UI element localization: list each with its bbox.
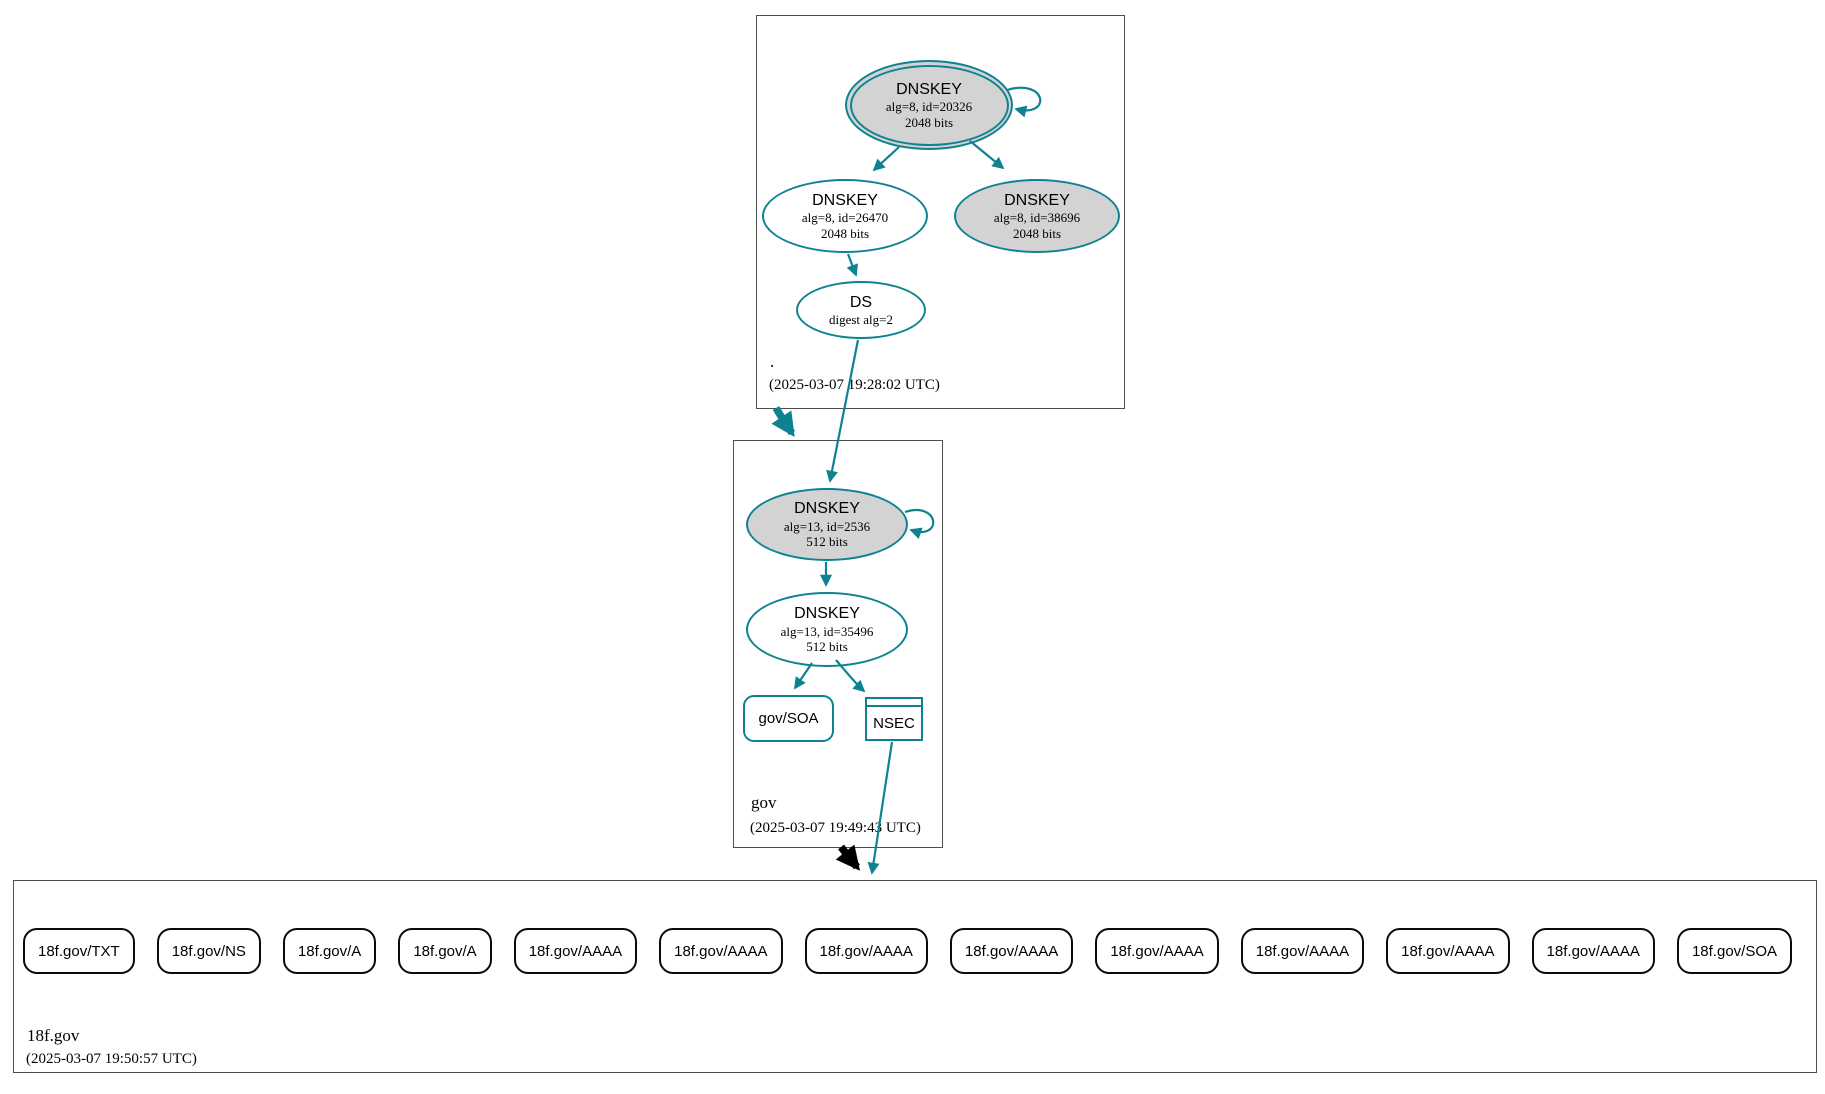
zone-label-18f-gov: 18f.gov [27,1026,80,1045]
node-rrset-18f-gov[interactable]: 18f.gov/AAAA [513,928,638,974]
node-title: DNSKEY [896,80,962,98]
node-bits: 2048 bits [904,114,954,130]
node-rrset-18f-gov[interactable]: 18f.gov/AAAA [949,928,1074,974]
node-bits: 512 bits [806,639,848,655]
rrset-label: 18f.gov/TXT [38,942,120,960]
node-rrset-18f-gov[interactable]: 18f.gov/AAAA [1240,928,1365,974]
rrset-label: gov/SOA [758,710,819,727]
rrset-label: 18f.gov/AAAA [819,942,913,960]
rrset-label: 18f.gov/A [413,942,477,960]
rrset-label: 18f.gov/AAAA [1401,942,1495,960]
rrset-label: 18f.gov/AAAA [528,942,623,960]
node-title: DS [849,293,873,311]
rrset-label: 18f.gov/AAAA [1546,942,1640,960]
zone-timestamp-root: (2025-03-07 19:28:02 UTC) [769,377,940,393]
node-dnskey-26470-zsk[interactable]: DNSKEY alg=8, id=26470 2048 bits [762,179,928,253]
rrset-label: 18f.gov/NS [171,942,246,960]
nsec-header-band [867,699,921,707]
node-rrset-18f-gov[interactable]: 18f.gov/A [398,928,492,974]
node-rrset-18f-gov[interactable]: 18f.gov/SOA [1676,928,1793,974]
node-title: DNSKEY [1004,191,1070,209]
node-title: DNSKEY [812,191,878,209]
node-rrset-18f-gov[interactable]: 18f.gov/AAAA [1386,928,1510,974]
rrset-label: 18f.gov/AAAA [964,942,1059,960]
rrset-label: 18f.gov/AAAA [1255,942,1350,960]
node-rrset-18f-gov[interactable]: 18f.gov/AAAA [1531,928,1655,974]
node-title: DNSKEY [794,500,860,518]
node-detail: digest alg=2 [828,311,894,327]
zone-box-18f-gov [13,880,1817,1073]
zone-timestamp-gov: (2025-03-07 19:49:43 UTC) [750,820,921,836]
zone-label-root: . [770,352,775,371]
node-ds-gov[interactable]: DS digest alg=2 [796,281,926,339]
rrset-row-18f-gov: 18f.gov/TXT 18f.gov/NS 18f.gov/A 18f.gov… [23,928,1793,974]
node-rrset-18f-gov[interactable]: 18f.gov/AAAA [1095,928,1219,974]
node-title: DNSKEY [794,605,860,623]
node-rrset-18f-gov[interactable]: 18f.gov/A [282,928,377,974]
rrset-label: 18f.gov/A [297,942,362,960]
node-rrset-18f-gov[interactable]: 18f.gov/AAAA [804,928,928,974]
zone-timestamp-18f-gov: (2025-03-07 19:50:57 UTC) [26,1051,197,1067]
node-bits: 512 bits [806,534,848,550]
edge-delegation-gov-to-18f-gov [835,844,860,871]
node-rrset-18f-gov[interactable]: 18f.gov/NS [156,928,261,974]
node-dnskey-38696[interactable]: DNSKEY alg=8, id=38696 2048 bits [954,179,1120,253]
node-dnskey-20326-ksk[interactable]: DNSKEY alg=8, id=20326 2048 bits [845,60,1013,150]
nsec-label: NSEC [873,714,915,732]
rrset-label: 18f.gov/AAAA [1110,942,1204,960]
rrset-label: 18f.gov/SOA [1691,942,1778,960]
node-bits: 2048 bits [820,225,870,241]
node-dnskey-2536-ksk[interactable]: DNSKEY alg=13, id=2536 512 bits [746,488,908,561]
edge-delegation-root-to-gov [771,406,796,437]
node-detail: alg=8, id=38696 [993,210,1081,225]
node-dnskey-35496-zsk[interactable]: DNSKEY alg=13, id=35496 512 bits [746,592,908,667]
node-nsec[interactable]: NSEC [865,697,923,741]
rrset-label: 18f.gov/AAAA [674,942,768,960]
node-rrset-18f-gov[interactable]: 18f.gov/AAAA [659,928,783,974]
node-detail: alg=8, id=20326 [885,99,973,114]
node-detail: alg=13, id=2536 [783,518,871,534]
node-detail: alg=8, id=26470 [801,210,889,225]
node-bits: 2048 bits [1012,225,1062,241]
node-detail: alg=13, id=35496 [780,623,874,639]
node-rrset-gov-soa[interactable]: gov/SOA [743,695,834,742]
zone-label-gov: gov [751,793,777,812]
node-rrset-18f-gov[interactable]: 18f.gov/TXT [23,928,135,974]
